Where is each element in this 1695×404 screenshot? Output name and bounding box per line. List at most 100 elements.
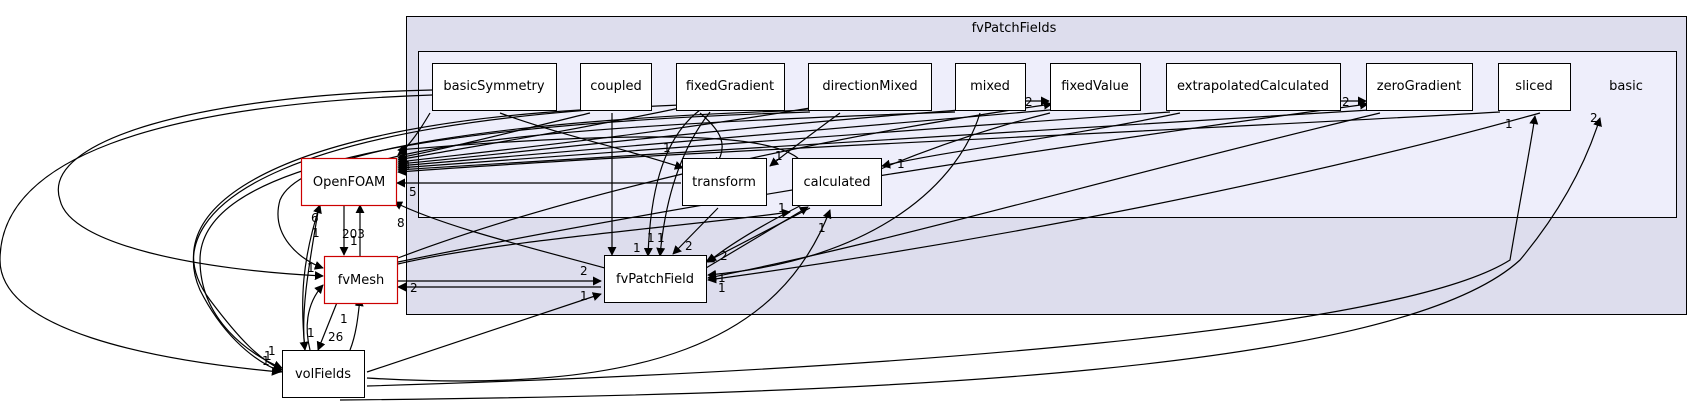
edge-directionmixed-volfields	[199, 111, 811, 370]
node-mixed-box[interactable]	[955, 63, 1026, 111]
edge-labels: 203 1 26 1 6 8 5 2 2 1 2 1 2 2 2 1 1 1 1…	[262, 95, 1598, 368]
edge-label: 2	[1025, 95, 1033, 109]
edge-label: 2	[1590, 111, 1598, 125]
node-fixedgradient[interactable]: fixedGradient	[686, 79, 774, 94]
node-fvmesh[interactable]: fvMesh	[338, 273, 385, 288]
edge-label: 2	[580, 264, 588, 278]
edge-fixedgradient-openfoam	[397, 107, 681, 163]
edge-directionmixed-transform	[769, 112, 841, 167]
node-mixed[interactable]: mixed	[970, 79, 1010, 94]
edge-label: 1	[775, 149, 783, 163]
node-transform[interactable]: transform	[692, 175, 756, 190]
edge-sliced-openfoam	[397, 111, 1501, 176]
node-zerogradient-box[interactable]	[1366, 63, 1473, 111]
edge-fvpatchfield-calculated	[705, 206, 809, 269]
edge-extrapolated-calculated	[881, 112, 1181, 169]
edge-fvpatchfield-openfoam	[393, 201, 606, 269]
edge-label: 1	[268, 344, 276, 358]
edge-label: 2	[410, 281, 418, 295]
edge-extrapolated-openfoam	[397, 111, 1171, 172]
edge-mixed-openfoam	[397, 109, 961, 168]
edge-fixedgradient-fvpatchfield-a	[643, 109, 701, 257]
edge-fvmesh-zerogradient	[397, 100, 1369, 263]
edge-label: 1	[818, 221, 826, 235]
edge-label: 1	[307, 261, 315, 275]
edge-calculated-fvpatchfield	[705, 207, 811, 263]
edge-label: 2	[400, 149, 408, 163]
edge-fixedgradient-fvpatchfield-b	[656, 111, 711, 257]
node-transform-box[interactable]	[682, 158, 767, 206]
edge-fixedgradient-volfields	[192, 104, 681, 374]
edge-label: 1	[312, 226, 320, 240]
node-calculated[interactable]: calculated	[803, 175, 870, 190]
edge-volfields-fvpatchfield	[366, 292, 602, 373]
edge-label: 1	[307, 326, 315, 340]
node-coupled[interactable]: coupled	[590, 79, 641, 94]
edge-label: 5	[409, 185, 417, 199]
edge-directionmixed-openfoam	[397, 107, 811, 166]
edge-calculated-openfoam	[397, 136, 801, 161]
edge-label: 26	[328, 330, 343, 344]
edge-label: 1	[633, 241, 641, 255]
edge-label: 1	[718, 281, 726, 295]
edge-label: 1	[657, 231, 665, 245]
edge-fvmesh-calculated	[397, 208, 791, 265]
node-fixedgradient-box[interactable]	[676, 63, 785, 111]
edge-volfields-basic	[339, 117, 1602, 401]
edge-zerogradient-fvpatchfield	[707, 112, 1381, 281]
node-openfoam[interactable]: OpenFOAM	[313, 175, 385, 190]
node-basicsymmetry[interactable]: basicSymmetry	[443, 79, 544, 94]
edge-label: 1	[647, 231, 655, 245]
inner-cluster-title[interactable]: basic	[1609, 79, 1643, 94]
edge-label: 2	[1342, 95, 1350, 109]
edge-label: 1	[262, 354, 270, 368]
node-coupled-box[interactable]	[580, 63, 652, 111]
edge-label: 2	[720, 249, 728, 263]
edge-volfields-fvmesh	[349, 297, 364, 351]
edge-coupled-openfoam	[397, 112, 591, 161]
node-fixedvalue[interactable]: fixedValue	[1061, 79, 1128, 94]
edge-label: 2	[685, 239, 693, 253]
node-extrapolatedcalculated[interactable]: extrapolatedCalculated	[1177, 79, 1329, 94]
outer-cluster-title[interactable]: fvPatchFields	[972, 21, 1057, 36]
node-openfoam-box[interactable]	[300, 157, 398, 207]
edge-label: 1	[663, 141, 671, 155]
edge-label: 1	[778, 201, 786, 215]
node-calculated-box[interactable]	[792, 158, 882, 206]
nodes: basicSymmetry coupled fixedGradient dire…	[282, 63, 1571, 398]
node-directionmixed-box[interactable]	[808, 63, 932, 111]
edge-sliced-fvpatchfield	[707, 112, 1541, 284]
node-fvmesh-box[interactable]	[323, 255, 399, 305]
edge-basicsymmetry-fvmesh	[57, 89, 433, 281]
edge-label: 4	[403, 159, 411, 173]
edge-volfields-sliced	[366, 115, 1539, 387]
node-sliced[interactable]: sliced	[1515, 79, 1552, 94]
node-directionmixed[interactable]: directionMixed	[822, 79, 917, 94]
edge-coupled-volfields	[193, 109, 581, 371]
edge-label: 6	[311, 211, 319, 225]
node-fvpatchfield[interactable]: fvPatchField	[616, 272, 694, 287]
node-basicsymmetry-box[interactable]	[432, 63, 557, 111]
edge-label: 1	[1505, 117, 1513, 131]
node-extrapolatedcalculated-box[interactable]	[1166, 63, 1341, 111]
node-volfields[interactable]: volFields	[295, 367, 351, 382]
node-zerogradient[interactable]: zeroGradient	[1377, 79, 1461, 94]
edge-label: 8	[397, 216, 405, 230]
edge-volfields-calculated	[366, 209, 832, 382]
node-fixedvalue-box[interactable]	[1050, 63, 1141, 111]
edge-label: 1	[718, 271, 726, 285]
edge-label: 1	[580, 289, 588, 303]
node-sliced-box[interactable]	[1498, 63, 1571, 111]
edge-fixedvalue-openfoam	[397, 109, 1051, 170]
edge-label: 203	[342, 227, 365, 241]
node-fvpatchfield-box[interactable]	[604, 255, 707, 303]
node-volfields-box[interactable]	[282, 350, 365, 398]
edge-label: 1	[350, 234, 358, 248]
edge-label: 1	[264, 349, 272, 363]
edge-label: 1	[340, 312, 348, 326]
edge-transform-fvpatchfield	[672, 207, 719, 255]
edge-volfields-fvmesh-left	[306, 284, 324, 351]
edge-basicsymmetry-volfields	[0, 94, 433, 376]
edge-label: 1	[897, 157, 905, 171]
